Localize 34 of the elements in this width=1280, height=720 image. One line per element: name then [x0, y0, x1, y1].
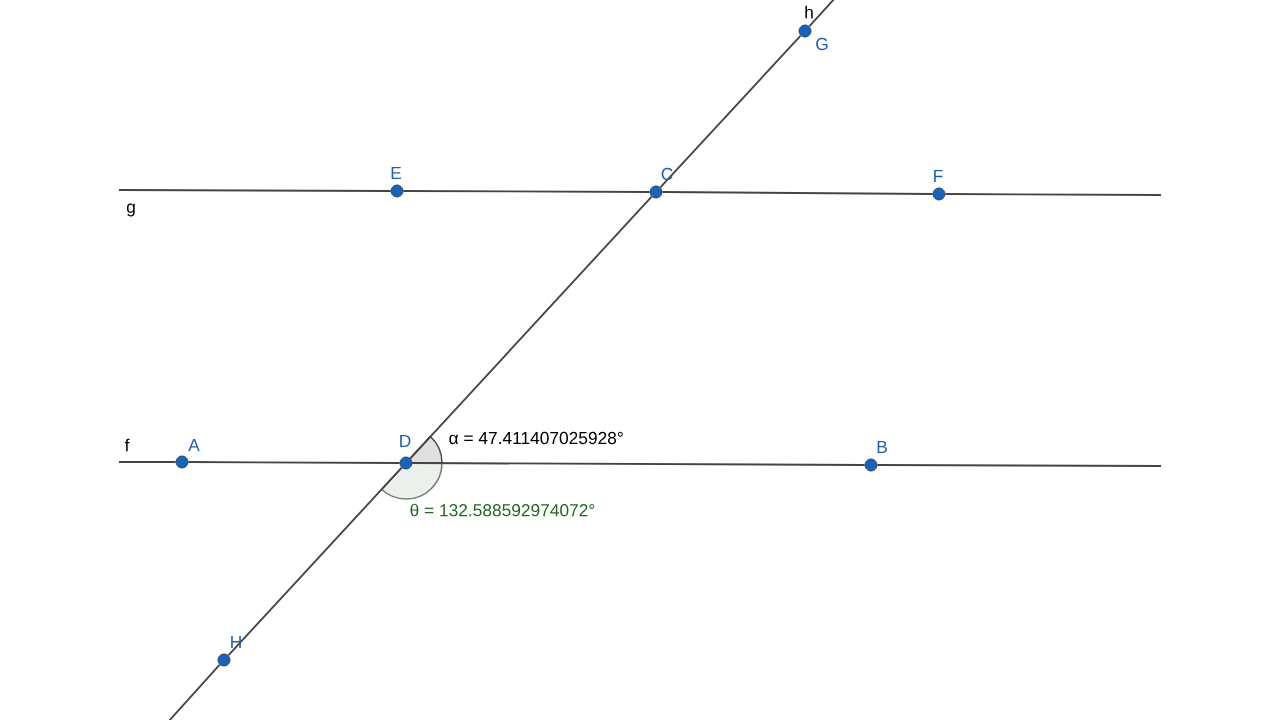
- line: [187, 461, 401, 464]
- line-label: f: [124, 438, 130, 452]
- line-label: h: [805, 5, 813, 19]
- line: [402, 190, 651, 193]
- line: [661, 191, 934, 195]
- line-label: g: [126, 203, 135, 217]
- point: [217, 653, 231, 667]
- point-label: C: [661, 167, 673, 181]
- line: [227, 466, 403, 657]
- point-label: E: [391, 167, 402, 179]
- point: [390, 184, 404, 198]
- line: [659, 34, 802, 189]
- angle-label: θ = 132.588592974072°: [410, 503, 595, 517]
- line: [167, 663, 221, 720]
- point: [399, 456, 413, 470]
- line: [944, 193, 1162, 196]
- point-label: G: [816, 37, 828, 51]
- point-label: B: [877, 441, 887, 453]
- line: [118, 189, 392, 192]
- point: [175, 455, 189, 469]
- point-label: D: [400, 435, 411, 447]
- line: [876, 464, 1162, 467]
- point: [649, 185, 663, 199]
- point-label: F: [934, 170, 943, 182]
- point: [932, 187, 946, 201]
- point-label: H: [231, 636, 241, 648]
- line: [409, 195, 653, 460]
- point: [864, 458, 878, 472]
- line: [118, 461, 177, 463]
- point: [798, 24, 812, 38]
- line: [411, 462, 866, 466]
- point-label: A: [188, 439, 200, 451]
- angle-label: α = 47.411407025928°: [449, 431, 623, 445]
- line: [808, 0, 837, 28]
